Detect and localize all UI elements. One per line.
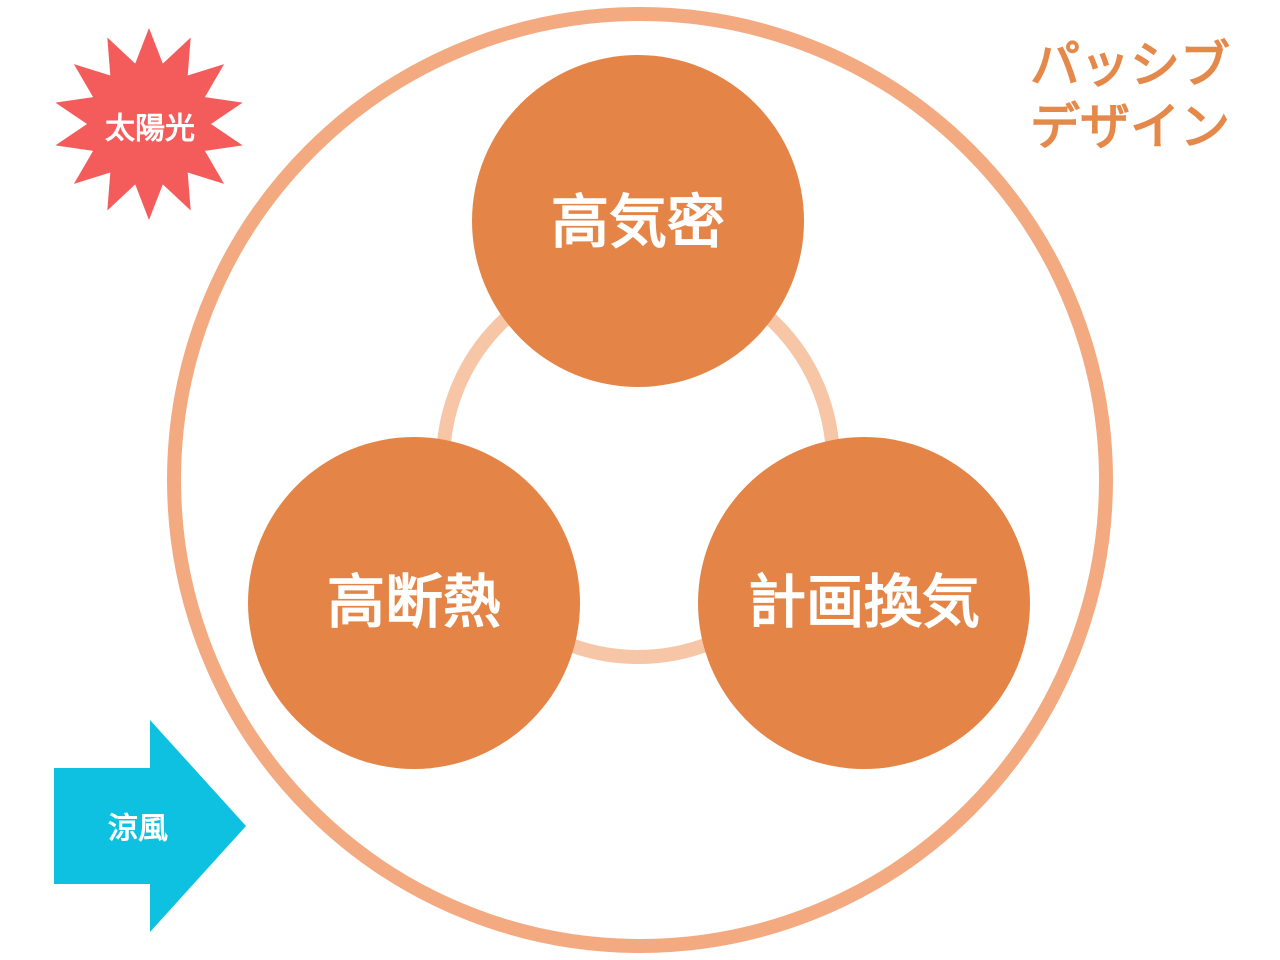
node-ventilation-circle <box>698 437 1030 769</box>
node-ventilation-label: 計画換気 <box>748 568 980 636</box>
title-line-2: デザイン <box>1030 98 1230 156</box>
node-insulation: 高断熱 <box>248 437 580 769</box>
sunlight-badge: 太陽光 <box>55 28 243 220</box>
node-insulation-circle <box>248 437 580 769</box>
right-arrow-icon <box>54 720 246 932</box>
sunlight-label: 太陽光 <box>105 112 195 147</box>
node-airtight-label: 高気密 <box>551 188 725 256</box>
title-line-1: パッシブ <box>1030 36 1230 94</box>
outer-ring <box>167 7 1113 953</box>
node-airtight: 高気密 <box>472 55 804 387</box>
breeze-label: 涼風 <box>108 812 168 847</box>
diagram-title: パッシブ デザイン <box>1000 34 1260 158</box>
breeze-badge: 涼風 <box>54 720 246 932</box>
node-ventilation: 計画換気 <box>698 437 1030 769</box>
node-insulation-label: 高断熱 <box>327 568 501 636</box>
sun-burst-icon <box>55 28 243 220</box>
node-airtight-circle <box>472 55 804 387</box>
